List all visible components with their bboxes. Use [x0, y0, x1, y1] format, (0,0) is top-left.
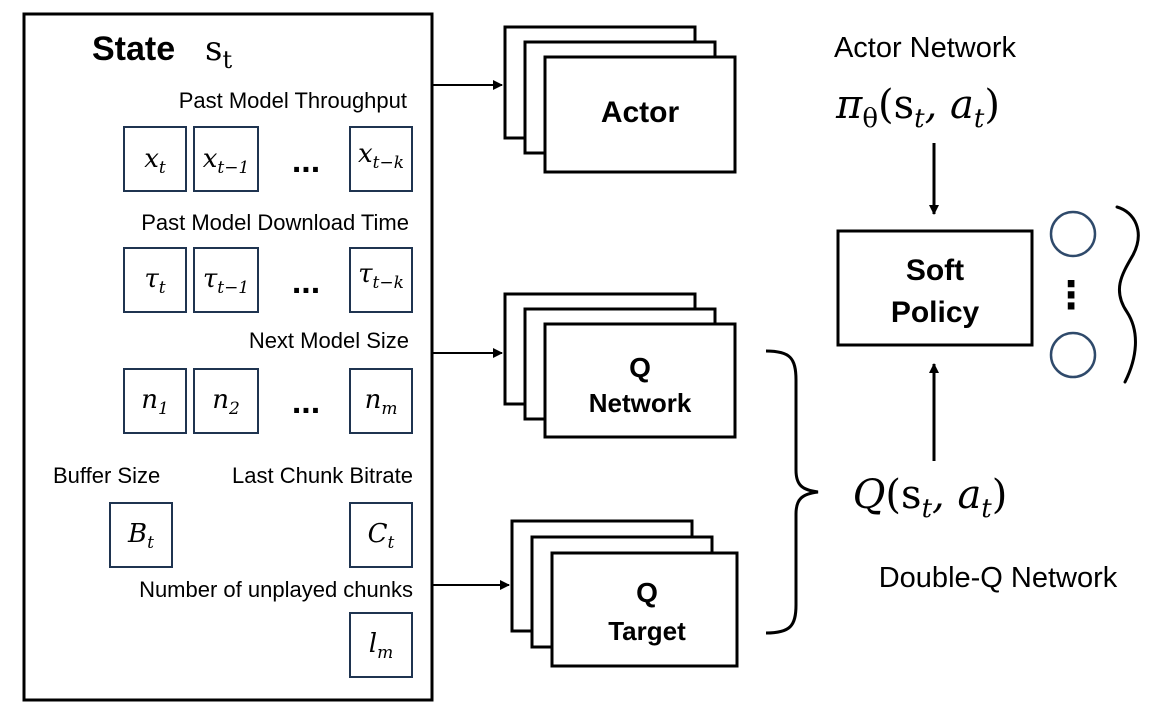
- action-bracket: [1115, 205, 1140, 384]
- state-symbol: st: [205, 29, 232, 74]
- cell-symbol: xt−k: [358, 139, 404, 173]
- bitrate-cell: [349, 502, 413, 568]
- q-network-label-q: Q: [629, 352, 651, 383]
- q-network-stack: Q Network: [503, 292, 737, 439]
- state-cell: [123, 247, 187, 313]
- buffer-size-label: Buffer Size: [53, 463, 160, 488]
- model-size-label: Next Model Size: [249, 328, 409, 353]
- actor-label: Actor: [601, 96, 680, 129]
- cell-symbol: nm: [365, 385, 398, 419]
- state-cell: [193, 247, 259, 313]
- state-cell: [349, 126, 413, 192]
- cell-symbol: τt−1: [203, 264, 249, 298]
- soft-policy-label-soft: Soft: [906, 254, 964, 287]
- last-chunk-bitrate-label: Last Chunk Bitrate: [232, 463, 413, 488]
- soft-policy-box: [836, 229, 1034, 347]
- policy-formula: πθ(st, at): [835, 82, 1000, 134]
- soft-policy-label-policy: Policy: [891, 296, 980, 329]
- download-time-cells: τt τt−1 τt−k ...: [123, 247, 413, 313]
- cell-symbol: lm: [369, 629, 393, 663]
- actor-network-label: Actor Network: [834, 32, 1017, 64]
- cell-symbol: xt−1: [203, 144, 250, 178]
- unplayed-chunks-label: Number of unplayed chunks: [139, 577, 413, 602]
- cell-symbol: Bt: [127, 519, 154, 553]
- action-circle-bottom: [1049, 331, 1097, 379]
- cell-symbol: n2: [212, 385, 240, 419]
- q-target-label-q: Q: [636, 577, 658, 608]
- cell-symbol: Ct: [368, 519, 395, 553]
- download-time-label: Past Model Download Time: [141, 210, 409, 235]
- state-cell: [123, 126, 187, 192]
- cell-symbol: τt−k: [358, 259, 404, 293]
- q-formula: Q(st, at): [853, 472, 1008, 524]
- state-cell: [193, 126, 259, 192]
- buffer-cell: [109, 502, 173, 568]
- actor-stack: Actor: [503, 25, 737, 174]
- ellipsis: ...: [292, 383, 320, 421]
- cell-symbol: xt: [144, 144, 166, 178]
- state-title: State: [92, 30, 175, 68]
- state-cell: [349, 368, 413, 434]
- throughput-cells: xt xt−1 xt−k ...: [123, 126, 413, 192]
- q-target-stack: Q Target: [510, 519, 739, 668]
- unplayed-cell: [349, 612, 413, 678]
- ellipsis: ...: [292, 263, 320, 301]
- action-dots: ⋮: [1052, 275, 1090, 317]
- q-target-label-target: Target: [608, 616, 686, 646]
- state-cell: [123, 368, 187, 434]
- q-network-label-network: Network: [589, 388, 692, 418]
- ellipsis: ...: [292, 142, 320, 180]
- model-size-cells: n1 n2 nm ...: [123, 368, 413, 434]
- double-q-network-label: Double-Q Network: [879, 562, 1118, 594]
- throughput-label: Past Model Throughput: [179, 88, 407, 113]
- double-q-brace: [765, 349, 819, 635]
- state-cell: [193, 368, 259, 434]
- action-circle-top: [1049, 210, 1097, 258]
- state-cell: [349, 247, 413, 313]
- state-panel: State st Past Model Throughput xt xt−1 x…: [22, 12, 434, 702]
- cell-symbol: τt: [144, 264, 165, 298]
- cell-symbol: n1: [141, 385, 169, 419]
